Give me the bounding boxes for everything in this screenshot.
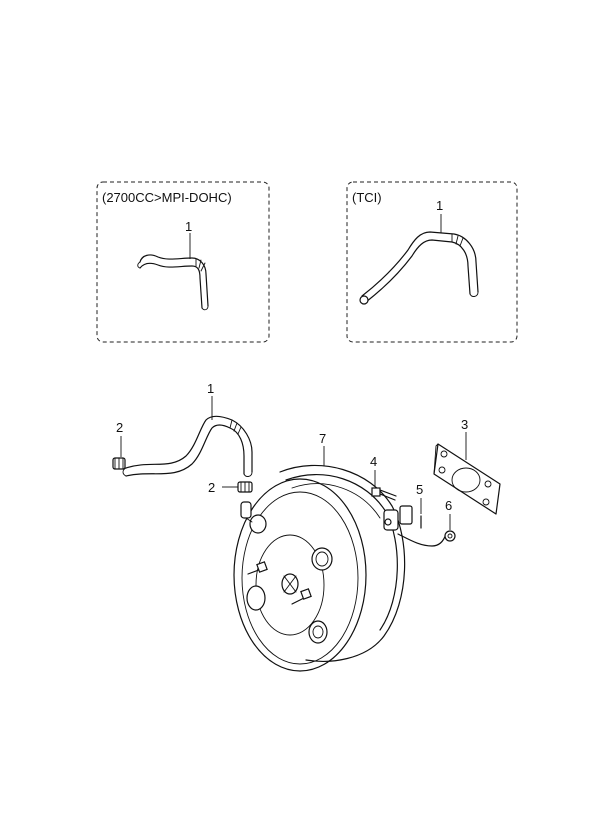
detail-box-right-title: (TCI) bbox=[352, 190, 382, 205]
callout-main-3: 3 bbox=[461, 417, 468, 432]
nut bbox=[444, 530, 456, 542]
callout-main-2-top: 2 bbox=[116, 420, 123, 435]
vacuum-hose-right bbox=[359, 231, 479, 305]
callout-main-4: 4 bbox=[370, 454, 377, 469]
hose-clamp-left bbox=[112, 457, 126, 470]
callout-main-5: 5 bbox=[416, 482, 423, 497]
vacuum-hose-main bbox=[122, 415, 253, 477]
callout-main-7: 7 bbox=[319, 431, 326, 446]
check-valve bbox=[240, 501, 267, 534]
detail-box-right: (TCI) 1 bbox=[346, 181, 518, 343]
mounting-stud bbox=[247, 561, 312, 605]
callout-main-6: 6 bbox=[445, 498, 452, 513]
brake-booster bbox=[233, 464, 447, 672]
callout-main-2-bottom: 2 bbox=[208, 480, 215, 495]
gasket bbox=[433, 443, 501, 515]
vacuum-hose-left bbox=[137, 254, 209, 311]
detail-box-left: (2700CC>MPI-DOHC) 1 bbox=[96, 181, 270, 343]
callout-box-left-1: 1 bbox=[185, 219, 192, 234]
callout-box-right-1: 1 bbox=[436, 198, 443, 213]
hose-clamp-right bbox=[237, 481, 253, 493]
bolt bbox=[371, 487, 397, 501]
detail-box-left-title: (2700CC>MPI-DOHC) bbox=[102, 190, 232, 205]
callout-main-1: 1 bbox=[207, 381, 214, 396]
